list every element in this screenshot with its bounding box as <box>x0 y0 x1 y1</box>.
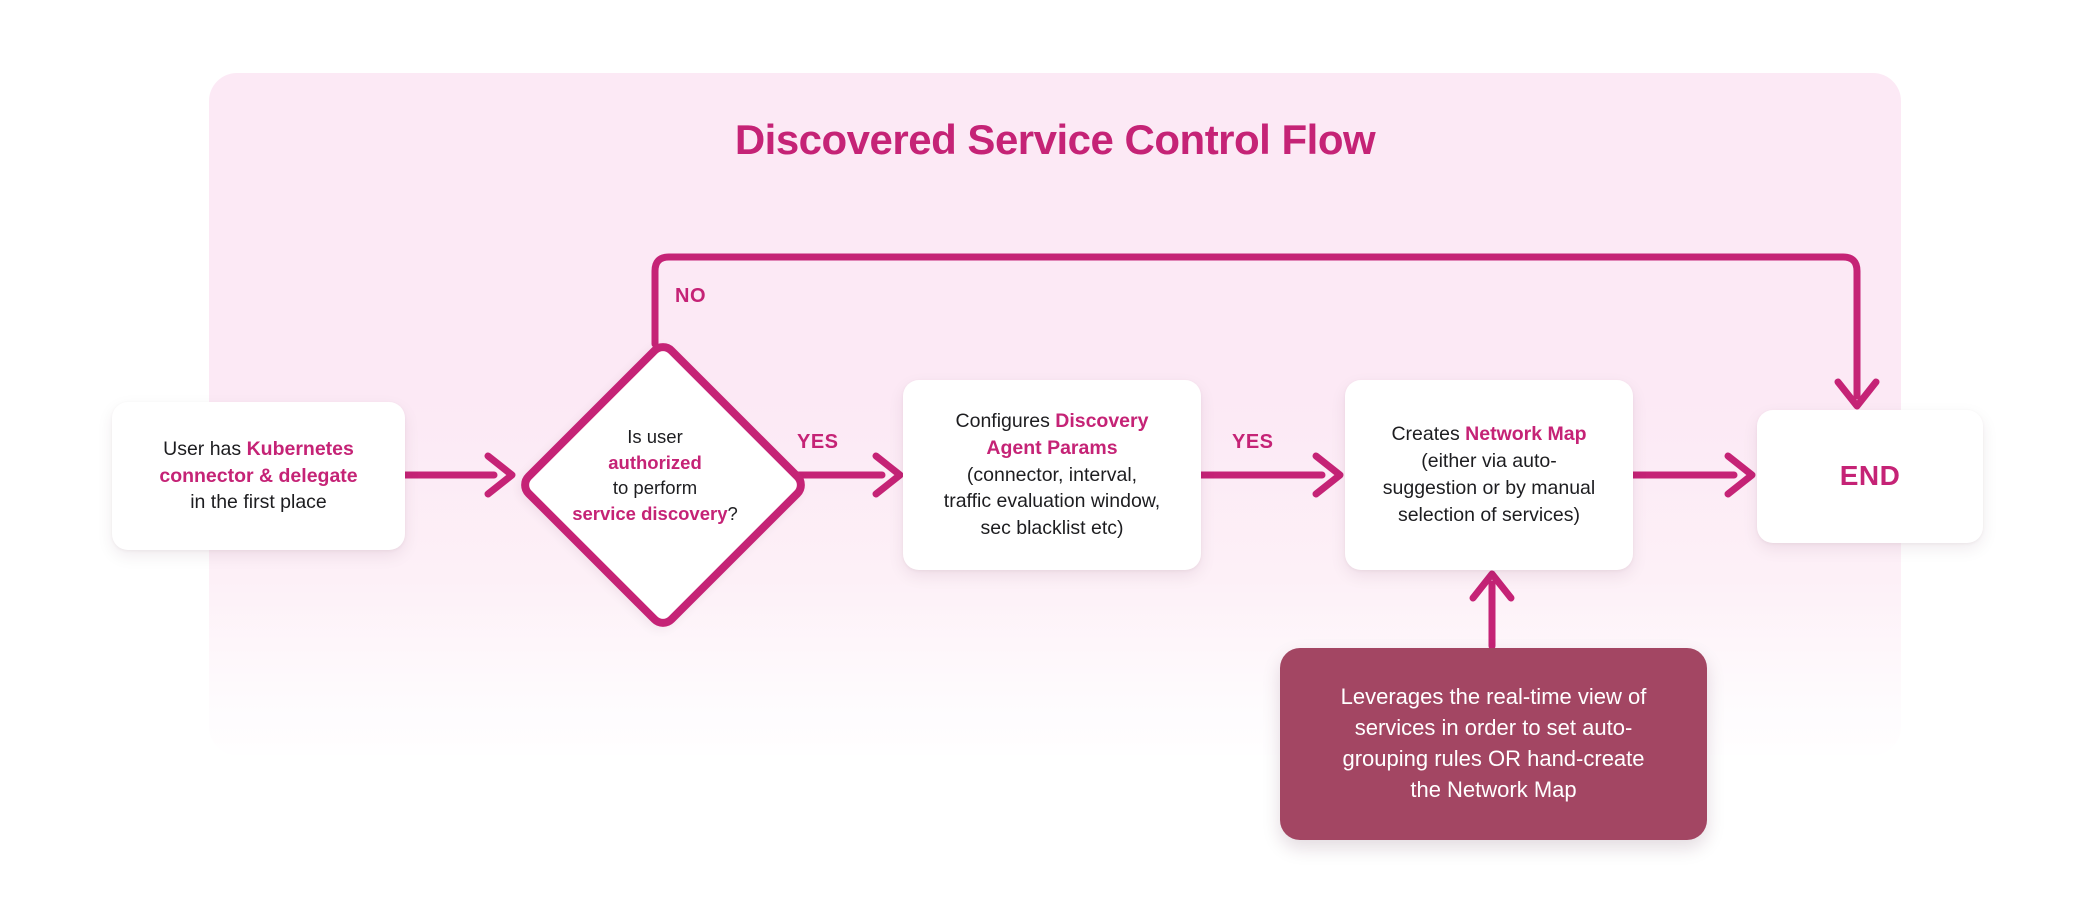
arrowhead-right-icon <box>1724 452 1756 498</box>
node-end: END <box>1757 410 1983 543</box>
diagram-title: Discovered Service Control Flow <box>734 116 1376 163</box>
edge-label-yes-configure: YES <box>1232 431 1274 453</box>
arrowhead-right-icon <box>872 452 904 498</box>
arrowhead-down-icon <box>1834 378 1880 410</box>
edge-decision-no-to-end <box>651 253 1880 410</box>
arrowhead-right-icon <box>1312 452 1344 498</box>
edge-label-no: NO <box>675 285 706 307</box>
edge-decision-to-configure <box>789 452 904 498</box>
node-create: Creates Network Map(either via auto-sugg… <box>1345 380 1633 570</box>
edge-note-to-create <box>1469 570 1515 650</box>
edge-start-to-decision <box>399 452 516 498</box>
node-end-label: END <box>1839 460 1901 492</box>
arrowhead-right-icon <box>484 452 516 498</box>
arrowhead-up-icon <box>1469 570 1515 602</box>
edge-create-to-end <box>1629 452 1756 498</box>
edge-label-yes-decision: YES <box>797 431 839 453</box>
node-create-text: Creates Network Map(either via auto-sugg… <box>1382 423 1596 526</box>
edge-configure-to-create <box>1197 452 1344 498</box>
